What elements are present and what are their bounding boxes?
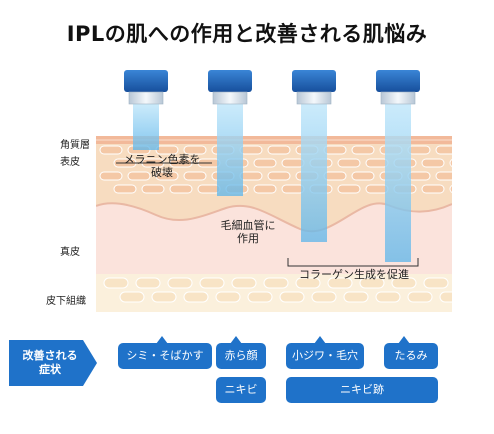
epidermal-cell xyxy=(407,171,431,181)
melanin-annotation-line2: 破壊 xyxy=(151,166,173,179)
tag-sagging: たるみ xyxy=(384,336,438,369)
fat-cell xyxy=(183,291,209,303)
collagen-annotation: コラーゲン生成を促進 xyxy=(299,268,409,281)
ipl-applicator xyxy=(124,70,168,105)
epidermal-cell xyxy=(323,145,347,155)
symptoms-heading-line1: 改善される xyxy=(22,349,78,362)
symptoms-heading-line2: 症状 xyxy=(39,363,61,376)
fat-cell xyxy=(391,277,417,289)
fat-cell xyxy=(375,291,401,303)
epidermal-cell xyxy=(449,184,452,194)
epidermal-cell xyxy=(99,145,123,155)
tag-label: シミ・そばかす xyxy=(126,349,204,362)
epidermal-cell xyxy=(267,145,291,155)
ipl-applicator xyxy=(208,70,252,105)
tag-acne-scars: ニキビ跡 xyxy=(286,377,438,403)
fat-cell xyxy=(135,277,161,289)
epidermal-cell xyxy=(239,171,263,181)
epidermal-cell xyxy=(337,158,361,168)
fat-cell xyxy=(119,291,145,303)
epidermal-cell xyxy=(197,184,221,194)
epidermal-cell xyxy=(127,171,151,181)
epidermal-cell xyxy=(239,145,263,155)
epidermal-cell xyxy=(421,158,445,168)
epidermal-cell xyxy=(435,171,452,181)
fat-cell xyxy=(199,277,225,289)
epidermal-cell xyxy=(253,158,277,168)
tag-label: 赤ら顔 xyxy=(224,349,258,362)
epidermal-cell xyxy=(351,171,375,181)
symptoms-heading: 改善される 症状 xyxy=(9,340,97,386)
epidermal-cell xyxy=(351,145,375,155)
epidermal-cell xyxy=(155,171,179,181)
epidermal-cell xyxy=(267,171,291,181)
light-beam xyxy=(385,104,411,262)
fat-cell xyxy=(263,277,289,289)
epidermal-cell xyxy=(183,145,207,155)
light-beam xyxy=(133,104,159,150)
collagen-bracket xyxy=(287,258,419,267)
epidermal-cell xyxy=(449,158,452,168)
tag-label: たるみ xyxy=(394,349,428,362)
fat-cell xyxy=(167,277,193,289)
epidermal-cell xyxy=(323,171,347,181)
epidermal-cell xyxy=(365,184,389,194)
epidermal-cell xyxy=(407,145,431,155)
fat-cell xyxy=(151,291,177,303)
tag-redness: 赤ら顔 xyxy=(216,336,266,369)
epidermal-cell xyxy=(253,184,277,194)
light-beam xyxy=(301,104,327,242)
epidermal-cell xyxy=(337,184,361,194)
fat-cell xyxy=(215,291,241,303)
ipl-applicator xyxy=(376,70,420,105)
label-subcutis: 皮下組織 xyxy=(46,296,86,307)
epidermal-cell xyxy=(365,158,389,168)
vessel-annotation-line1: 毛細血管に xyxy=(220,219,276,232)
epidermal-cell xyxy=(421,184,445,194)
fat-cell xyxy=(231,277,257,289)
label-dermis: 真皮 xyxy=(60,247,80,258)
page-title: IPLの肌への作用と改善される肌悩み xyxy=(66,22,428,46)
fat-cell xyxy=(439,291,452,303)
epidermal-cell xyxy=(183,171,207,181)
fat-cell xyxy=(311,291,337,303)
light-beam xyxy=(217,104,243,196)
label-epidermis: 表皮 xyxy=(60,157,80,168)
vessel-annotation-line2: 作用 xyxy=(237,232,259,245)
ipl-applicator xyxy=(292,70,336,105)
vessel-annotation: 毛細血管に 作用 xyxy=(208,219,288,245)
fat-cell xyxy=(295,277,321,289)
fat-cell xyxy=(359,277,385,289)
epidermal-cell xyxy=(113,184,137,194)
epidermal-cell xyxy=(141,184,165,194)
fat-cell xyxy=(343,291,369,303)
fat-cell xyxy=(103,277,129,289)
epidermal-cell xyxy=(99,171,123,181)
melanin-annotation-line1: メラニン色素を xyxy=(123,153,201,166)
fat-cell xyxy=(407,291,433,303)
label-stratum-corneum: 角質層 xyxy=(60,140,90,151)
epidermal-cell xyxy=(169,184,193,194)
epidermal-cell xyxy=(281,184,305,194)
fat-cell xyxy=(423,277,449,289)
tag-label: 小ジワ・毛穴 xyxy=(292,349,358,362)
fat-cell xyxy=(279,291,305,303)
tag-acne: ニキビ xyxy=(216,377,266,403)
fat-cell xyxy=(327,277,353,289)
fat-cell xyxy=(247,291,273,303)
tag-wrinkles-pores: 小ジワ・毛穴 xyxy=(286,336,364,369)
epidermal-cell xyxy=(281,158,305,168)
tag-spots-freckles: シミ・そばかす xyxy=(118,336,212,369)
epidermal-cell xyxy=(435,145,452,155)
melanin-annotation: メラニン色素を 破壊 xyxy=(112,153,212,179)
